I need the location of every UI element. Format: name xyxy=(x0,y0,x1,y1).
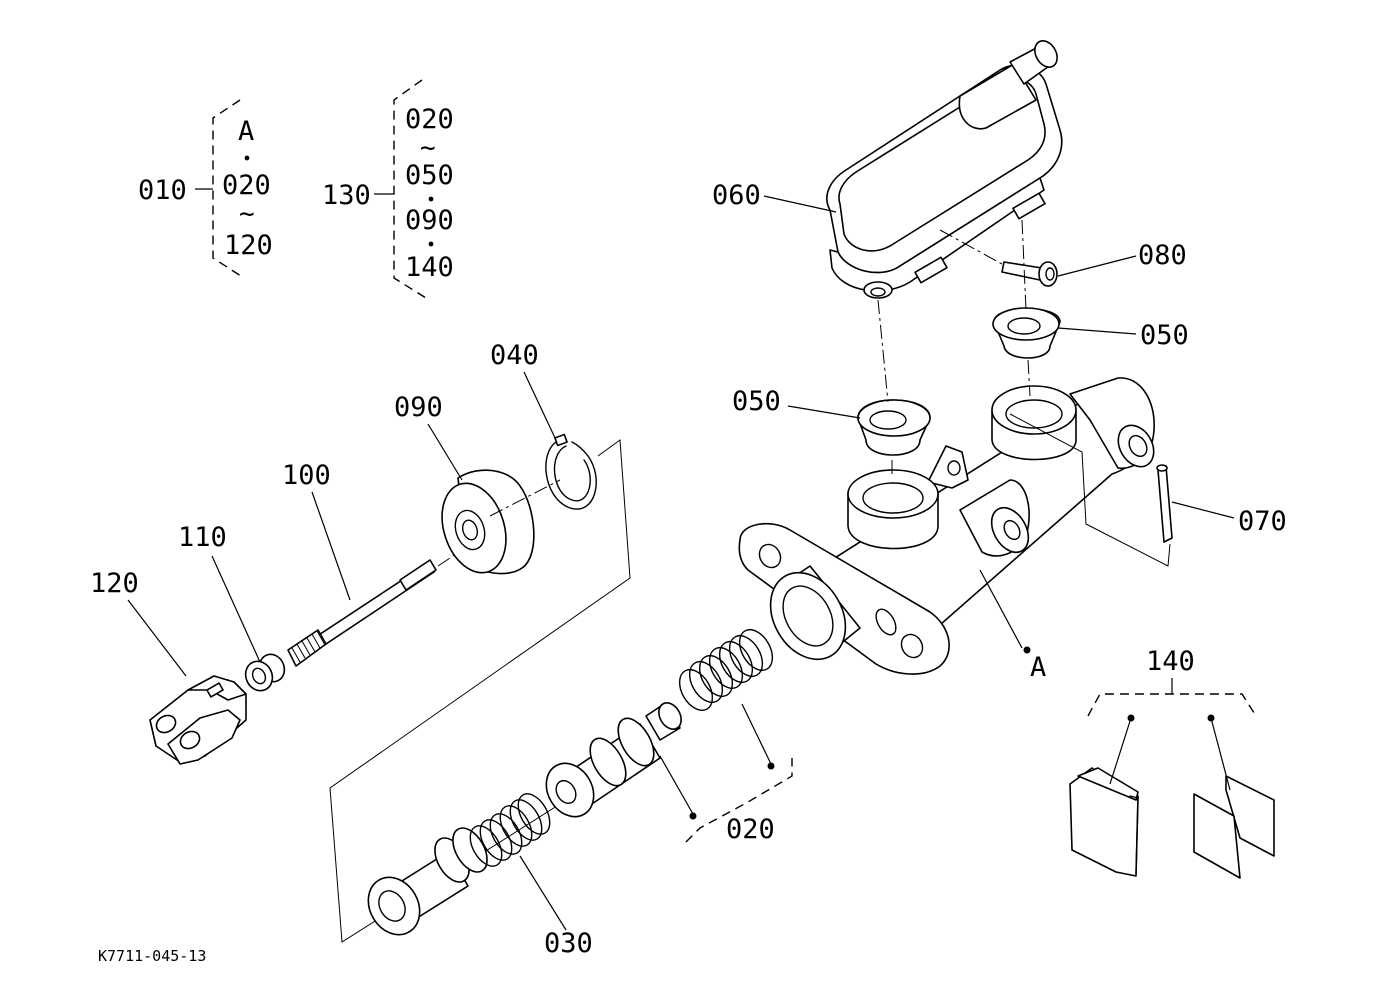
callout-120: 120 xyxy=(90,568,139,599)
group-item-140: 140 xyxy=(405,252,454,283)
callout-060: 060 xyxy=(712,180,761,211)
group-dot xyxy=(428,196,434,202)
part-piston-spring-020 xyxy=(545,629,774,818)
group-item-020: 020 xyxy=(405,104,454,135)
callout-090: 090 xyxy=(394,392,443,423)
group-legend-130: 130 020 ~ 050 090 140 xyxy=(322,79,454,299)
callout-140: 140 xyxy=(1146,646,1195,677)
part-grommet-right xyxy=(992,307,1061,359)
part-kit-140: 140 xyxy=(1069,646,1275,879)
part-reservoir xyxy=(826,40,1063,299)
figure-code: K7711-045-13 xyxy=(98,947,206,965)
part-grommet-left xyxy=(857,399,931,456)
callout-080: 080 xyxy=(1138,240,1187,271)
part-nut xyxy=(244,653,286,692)
range-tilde-icon: ~ xyxy=(239,199,255,229)
callout-030: 030 xyxy=(544,928,593,959)
callout-050-top: 050 xyxy=(1140,320,1189,351)
callout-070: 070 xyxy=(1238,506,1287,537)
callout-020: 020 xyxy=(726,814,775,845)
part-pin xyxy=(1156,464,1173,543)
group-item-020: 020 xyxy=(222,170,271,201)
callout-040: 040 xyxy=(490,340,539,371)
assembly-lines xyxy=(877,219,1171,567)
part-push-rod xyxy=(287,545,469,667)
group-label-010: 010 xyxy=(138,175,187,206)
range-tilde-icon: ~ xyxy=(420,133,436,163)
group-label-130: 130 xyxy=(322,180,371,211)
part-yoke-clevis xyxy=(149,675,247,765)
group-item-a: A xyxy=(238,116,254,147)
part-master-cylinder-body xyxy=(738,377,1155,675)
part-boot xyxy=(441,469,561,575)
part-snap-ring xyxy=(545,433,597,510)
group-dot xyxy=(428,241,434,247)
callout-leaders xyxy=(127,195,1235,931)
group-item-050: 050 xyxy=(405,160,454,191)
callout-050-left: 050 xyxy=(732,386,781,417)
group-dot xyxy=(244,155,250,161)
part-bolt xyxy=(939,229,1058,287)
group-item-090: 090 xyxy=(405,205,454,236)
part-piston-spring-030 xyxy=(367,793,551,936)
callout-100: 100 xyxy=(282,460,331,491)
callout-110: 110 xyxy=(178,522,227,553)
callout-a: A xyxy=(1030,652,1046,683)
group-item-120: 120 xyxy=(224,230,273,261)
group-legend-010: 010 A 020 ~ 120 xyxy=(138,99,273,279)
